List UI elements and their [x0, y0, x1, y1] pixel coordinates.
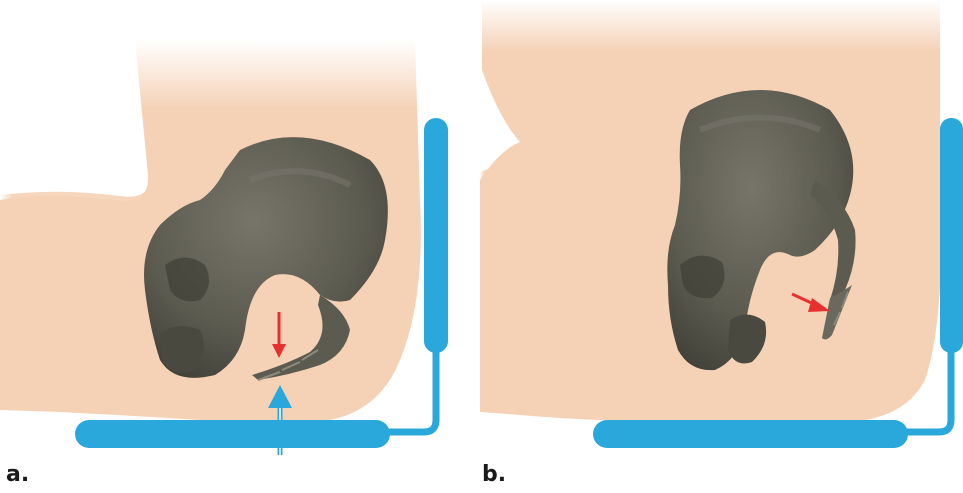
- panel-label-b: b.: [482, 462, 506, 487]
- pelvis-bone-b: [667, 90, 855, 370]
- seat-cushion-a: [75, 420, 390, 448]
- seat-cushion-b: [593, 420, 908, 448]
- panel-label-a: a.: [6, 462, 29, 487]
- panel-b: [480, 0, 963, 448]
- back-cushion-a: [424, 118, 448, 353]
- panel-a: [0, 40, 448, 455]
- back-cushion-b: [940, 118, 963, 353]
